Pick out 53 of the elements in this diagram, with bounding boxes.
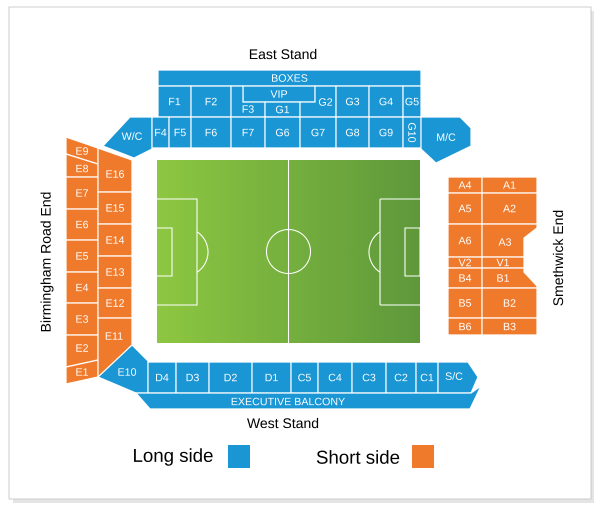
seating-section: G3 bbox=[335, 85, 370, 118]
seating-section: V1 bbox=[481, 256, 525, 269]
seating-section: E14 bbox=[97, 223, 133, 257]
seating-section: F3 bbox=[230, 85, 266, 118]
seating-section: G9 bbox=[368, 116, 404, 149]
seating-section: E13 bbox=[97, 255, 133, 289]
stand-label: Birmingham Road End bbox=[40, 192, 54, 332]
seating-section: E3 bbox=[65, 302, 99, 336]
seating-section: G6 bbox=[264, 116, 301, 149]
seating-section: G1 bbox=[264, 101, 301, 118]
stand-label: West Stand bbox=[247, 418, 318, 428]
seating-section: A2 bbox=[481, 192, 538, 225]
seating-section: C1 bbox=[415, 361, 439, 394]
seating-section: D2 bbox=[208, 361, 253, 394]
seating-section: B2 bbox=[481, 287, 538, 319]
seating-section: B6 bbox=[447, 317, 483, 336]
stand-label: Smethwick End bbox=[552, 210, 564, 306]
seating-section: E12 bbox=[97, 287, 133, 319]
seating-section: S/C bbox=[437, 361, 479, 394]
seating-section: F5 bbox=[168, 116, 192, 149]
seating-section: E7 bbox=[65, 176, 99, 210]
seating-section: E5 bbox=[65, 239, 99, 273]
seating-section: F1 bbox=[157, 85, 192, 118]
seating-section: G8 bbox=[335, 116, 370, 149]
seating-section: A4 bbox=[447, 176, 483, 194]
seating-section: D1 bbox=[251, 361, 292, 394]
seating-section: F7 bbox=[230, 116, 266, 149]
seating-section: C2 bbox=[385, 361, 417, 394]
seating-section: E15 bbox=[97, 191, 133, 225]
seating-section: C3 bbox=[351, 361, 387, 394]
seating-section: D3 bbox=[175, 361, 210, 394]
seating-section: B5 bbox=[447, 287, 483, 319]
seating-section: G5 bbox=[402, 85, 422, 118]
legend-label: Short side bbox=[316, 450, 400, 464]
seating-section: G4 bbox=[368, 85, 404, 118]
seating-section: A1 bbox=[481, 176, 538, 194]
legend-label: Long side bbox=[134, 448, 213, 466]
seating-section: B4 bbox=[447, 267, 483, 289]
seating-section: F4 bbox=[151, 116, 170, 149]
seating-section: V2 bbox=[447, 256, 483, 269]
seating-section: G10 bbox=[402, 116, 422, 149]
seating-section: E6 bbox=[65, 208, 99, 241]
seating-section: E4 bbox=[65, 271, 99, 304]
seating-section: B3 bbox=[481, 317, 538, 336]
seating-section: A5 bbox=[447, 192, 483, 225]
seating-section: F6 bbox=[190, 116, 232, 149]
seating-section: C4 bbox=[317, 361, 353, 394]
seating-section: G7 bbox=[299, 116, 337, 149]
stand-label: East Stand bbox=[250, 48, 316, 60]
seating-section: F2 bbox=[190, 85, 232, 118]
seating-section: C5 bbox=[290, 361, 319, 394]
seating-section: E1 bbox=[65, 359, 99, 385]
seating-section: D4 bbox=[147, 361, 177, 394]
